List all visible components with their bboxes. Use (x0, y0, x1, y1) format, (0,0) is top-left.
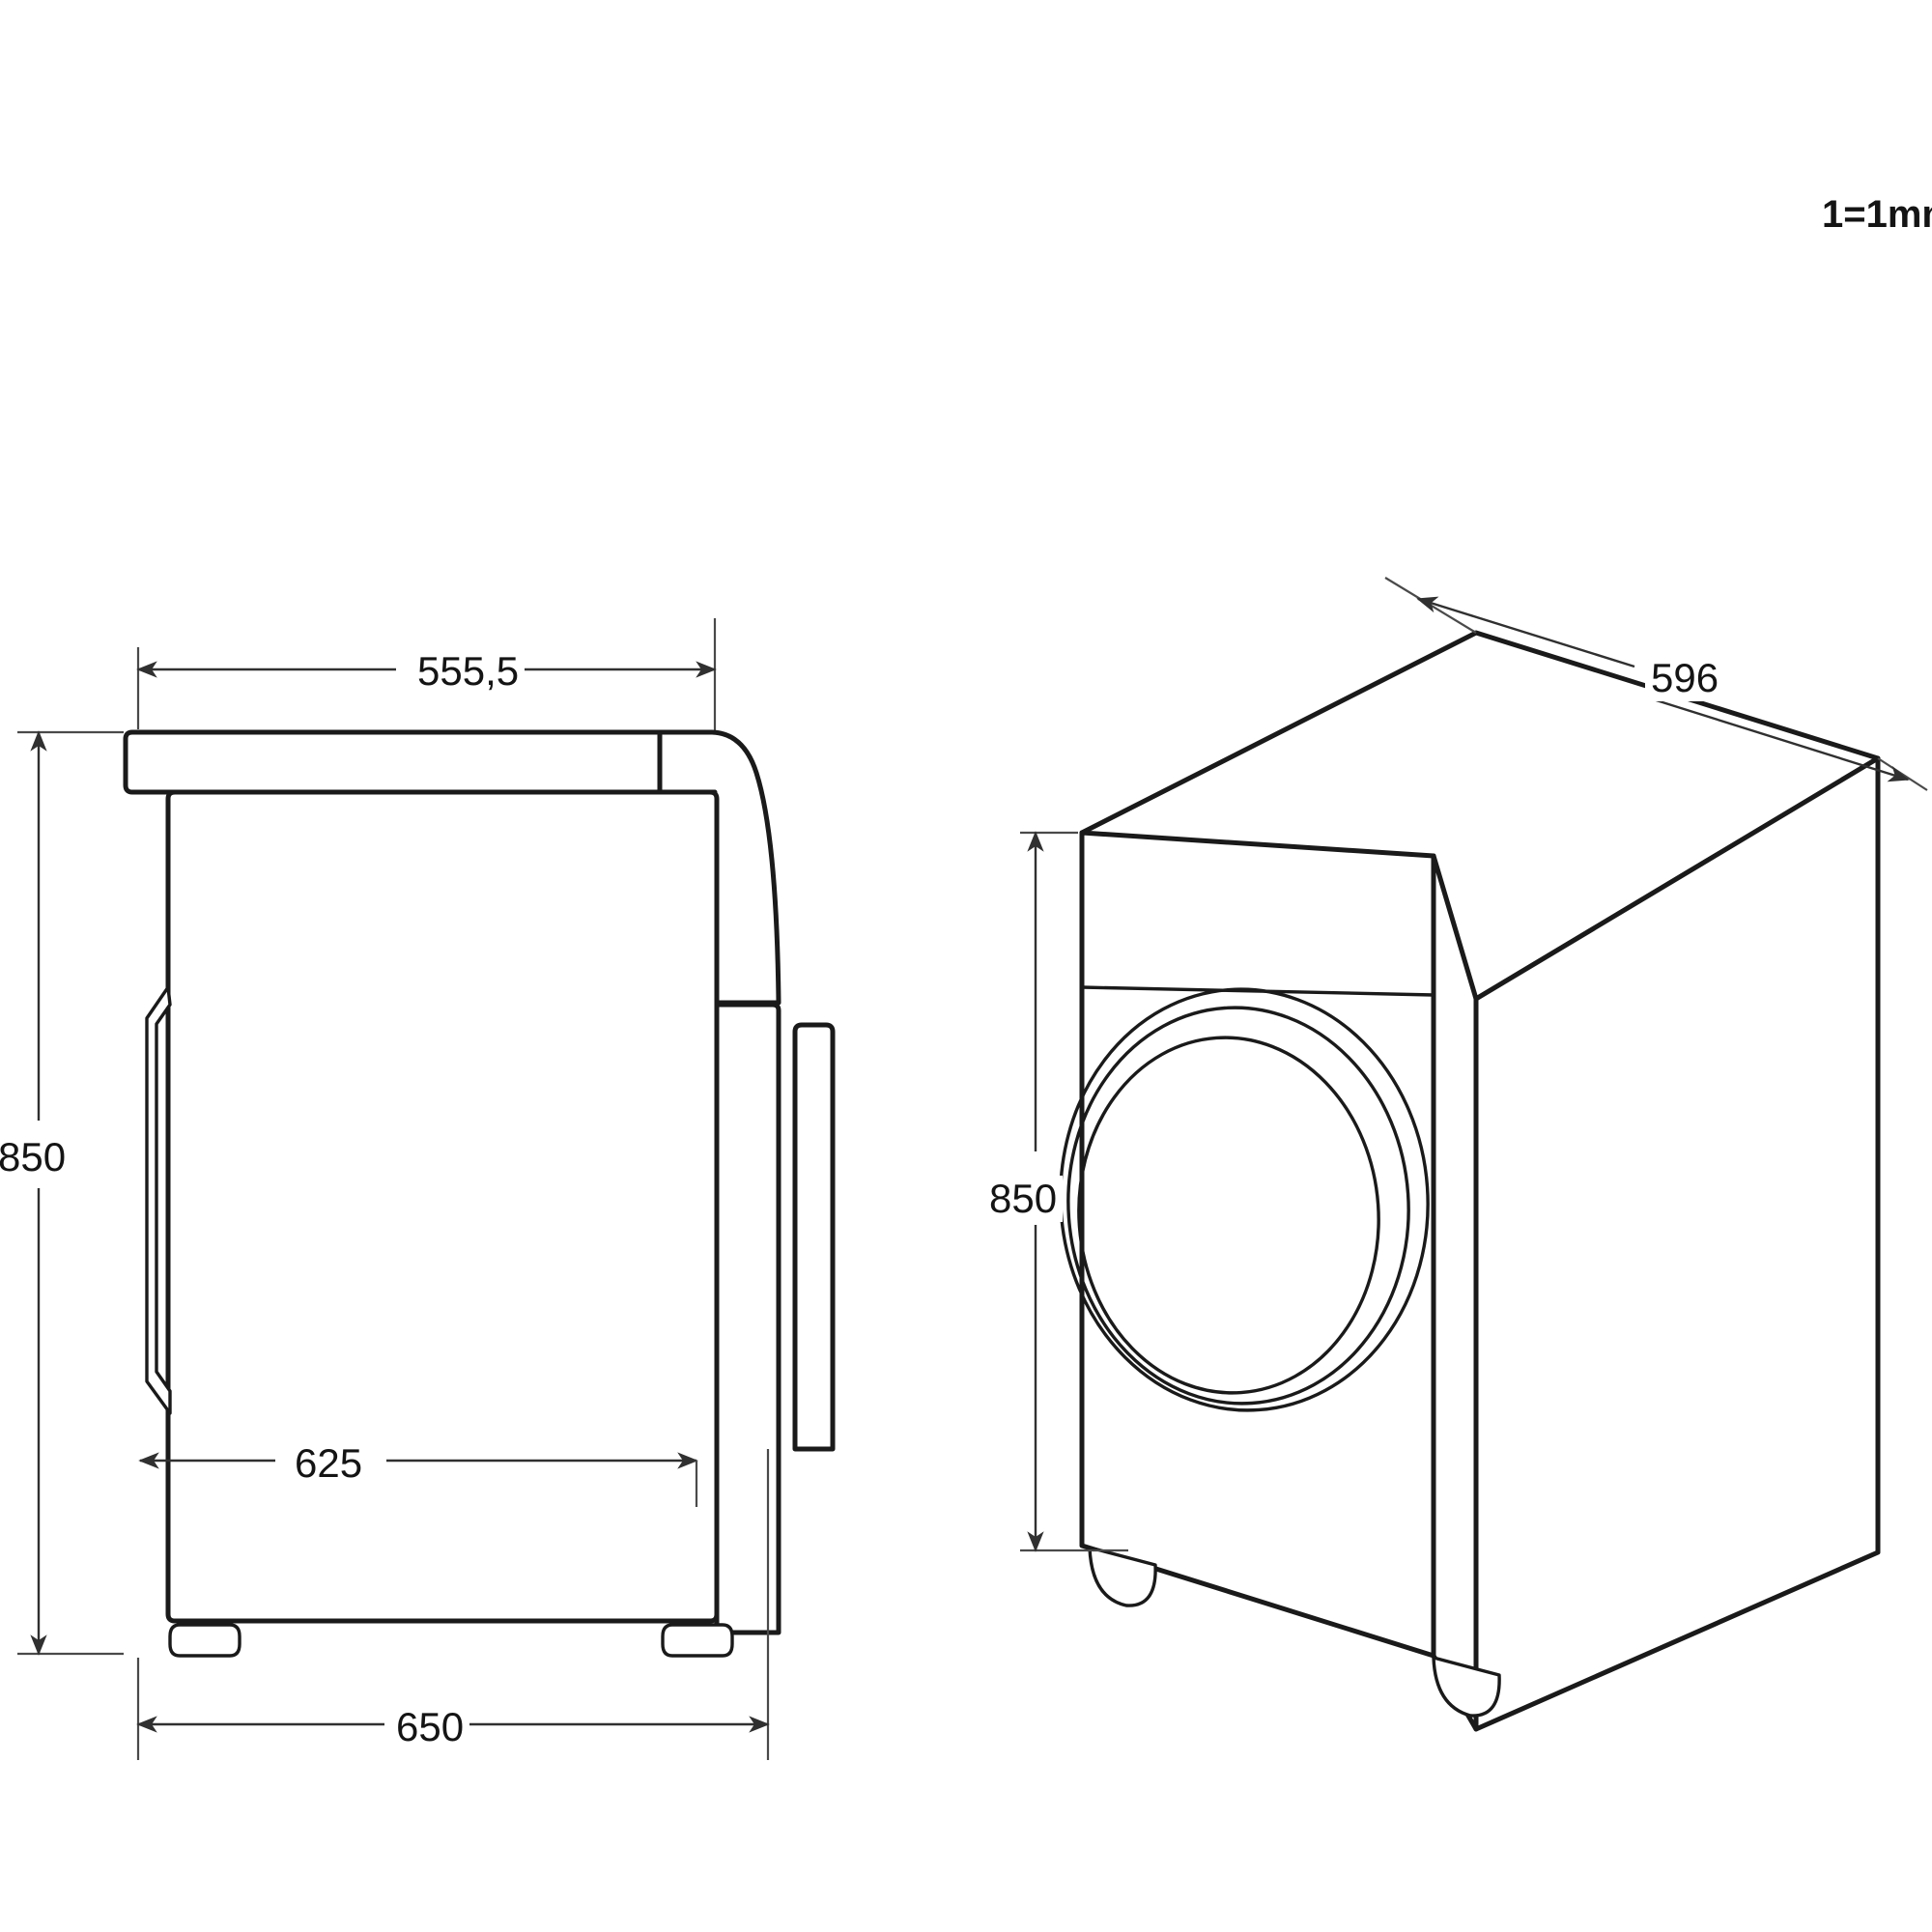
ext-line-596-right (1877, 757, 1928, 791)
dim-line-596-right (1646, 696, 1910, 782)
iso-door-middle-ring (1066, 1006, 1410, 1406)
side-foot-rear (661, 1623, 734, 1658)
iso-door-glass (1077, 1036, 1380, 1395)
ext-line-596-left (1384, 577, 1477, 634)
iso-foot-front-right (1432, 1656, 1501, 1718)
iso-front-edge-strip (1431, 853, 1479, 1732)
isometric-view: 596 850 (1020, 577, 1928, 1732)
side-cabinet-body (165, 789, 720, 1624)
side-rear-lower-panel (714, 1002, 781, 1635)
dim-line-596-left (1416, 596, 1635, 668)
side-top-panel (123, 729, 663, 795)
side-rear-hose-channel (792, 1022, 836, 1452)
iso-front-face (1079, 830, 1436, 1659)
side-door-handle (145, 985, 172, 1415)
side-foot-front (168, 1623, 242, 1658)
iso-foot-front-left (1088, 1546, 1157, 1607)
side-elevation-view: 555,5 850 625 (17, 618, 836, 1760)
